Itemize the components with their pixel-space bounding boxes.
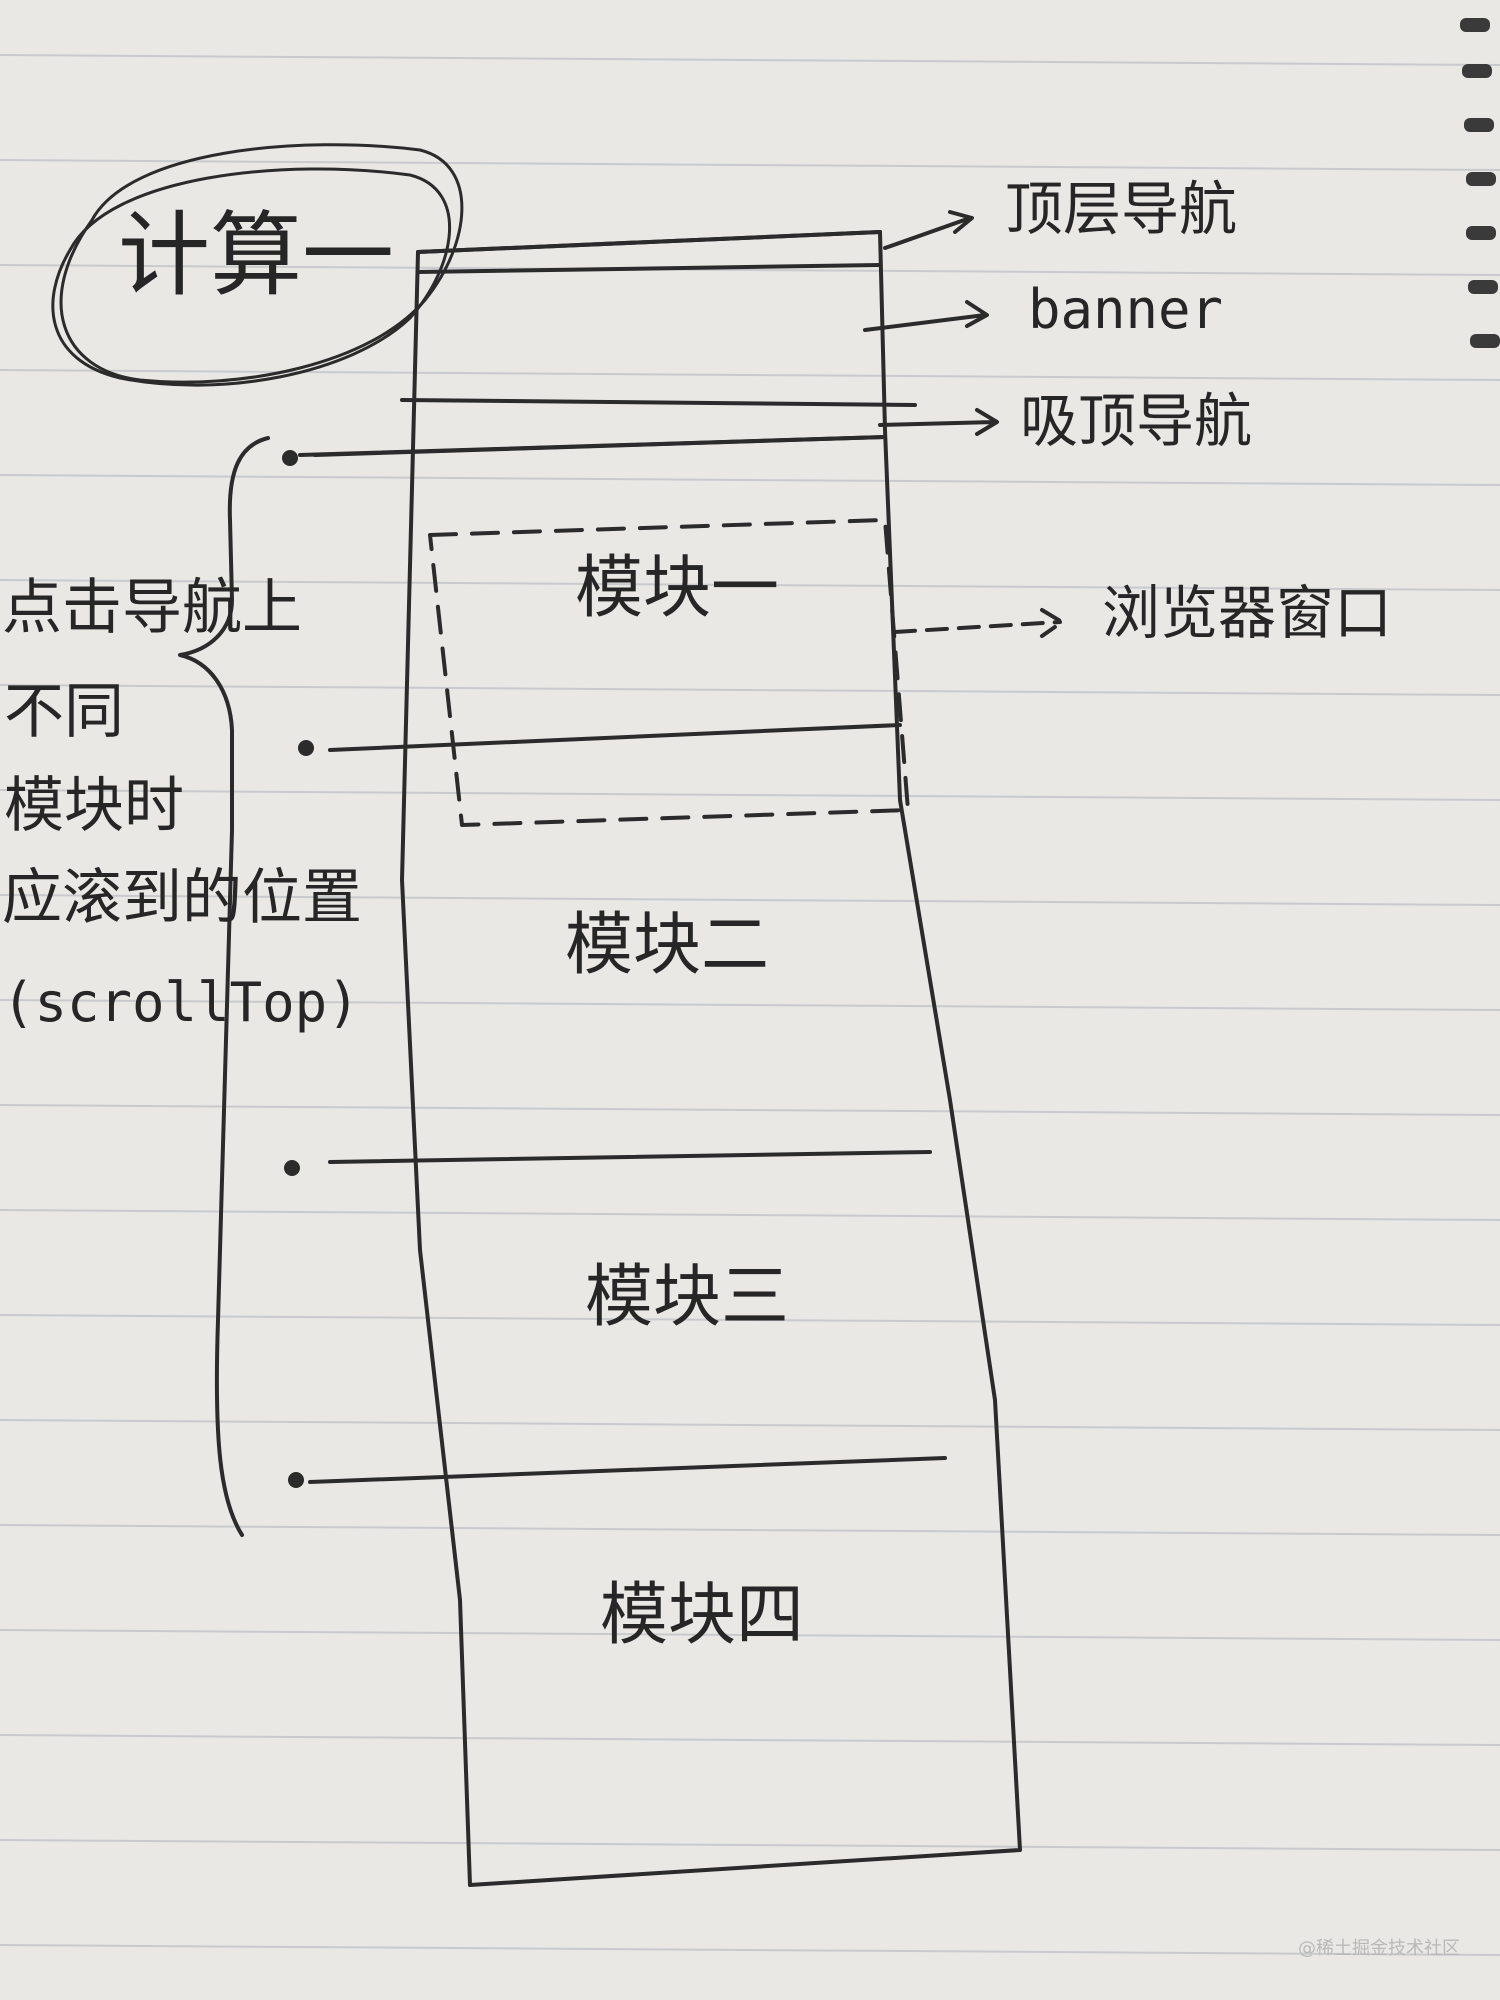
marker-dot: [288, 1472, 304, 1488]
ruled-line: [0, 1104, 1500, 1116]
banner-divider-line: [416, 263, 882, 274]
ruled-line: [0, 1209, 1500, 1221]
label-sticky-nav: 吸顶导航: [1020, 387, 1253, 455]
note-line-3: 模块时: [4, 771, 184, 841]
ruled-line: [0, 369, 1500, 381]
ruled-line: [0, 894, 1500, 906]
top-nav-line: [416, 230, 882, 254]
arrow-top-nav: [883, 210, 974, 250]
marker-dot: [298, 740, 314, 756]
marker-dot: [284, 1160, 300, 1176]
note-line-1: 点击导航上: [2, 573, 302, 643]
ruled-line: [0, 789, 1500, 801]
arrow-sticky-nav: [878, 408, 999, 436]
ruled-line: [0, 1314, 1500, 1326]
ruled-line: [0, 1629, 1500, 1641]
module-label-1: 模块一: [575, 549, 780, 628]
arrow-browser-window: [893, 608, 1064, 638]
ruled-line: [0, 54, 1500, 66]
note-line-2: 不同: [4, 677, 124, 747]
title-scribble-ellipse-2: [51, 167, 452, 387]
diagram-title: 计算一: [118, 202, 395, 309]
module-1-start-line: [298, 435, 887, 457]
ruled-line: [0, 1839, 1500, 1851]
marker-dot: [282, 450, 298, 466]
ruled-line: [0, 684, 1500, 696]
module-4-start-line: [308, 1456, 947, 1484]
ruled-line: [0, 999, 1500, 1011]
ruled-line: [0, 1734, 1500, 1746]
browser-window-dashed-box: [428, 518, 910, 827]
module-label-4: 模块四: [600, 1576, 805, 1655]
spiral-binding-marks: [1460, 18, 1500, 348]
ruled-line: [0, 1419, 1500, 1431]
label-top-nav: 顶层导航: [1005, 175, 1238, 243]
ruled-line: [0, 1944, 1500, 1956]
label-banner: banner: [1028, 278, 1224, 341]
ruled-line: [0, 474, 1500, 486]
note-line-5: (scrollTop): [2, 971, 360, 1034]
module-label-2: 模块二: [565, 906, 770, 985]
note-line-4: 应滚到的位置: [2, 863, 362, 933]
arrow-banner: [863, 300, 989, 332]
banner-bottom-line: [400, 398, 917, 407]
page-outline: [400, 230, 1022, 1887]
module-3-start-line: [328, 1150, 932, 1164]
label-browser-window: 浏览器窗口: [1102, 579, 1393, 647]
module-label-3: 模块三: [585, 1258, 790, 1337]
ruled-line: [0, 159, 1500, 171]
ruled-line: [0, 1524, 1500, 1536]
watermark: @稀土掘金技术社区: [1298, 1938, 1460, 1959]
ruled-line: [0, 579, 1500, 591]
ruled-line: [0, 264, 1500, 276]
note-brace: [178, 436, 270, 1537]
module-2-start-line: [328, 723, 902, 752]
ruled-lines: [0, 54, 1500, 1956]
